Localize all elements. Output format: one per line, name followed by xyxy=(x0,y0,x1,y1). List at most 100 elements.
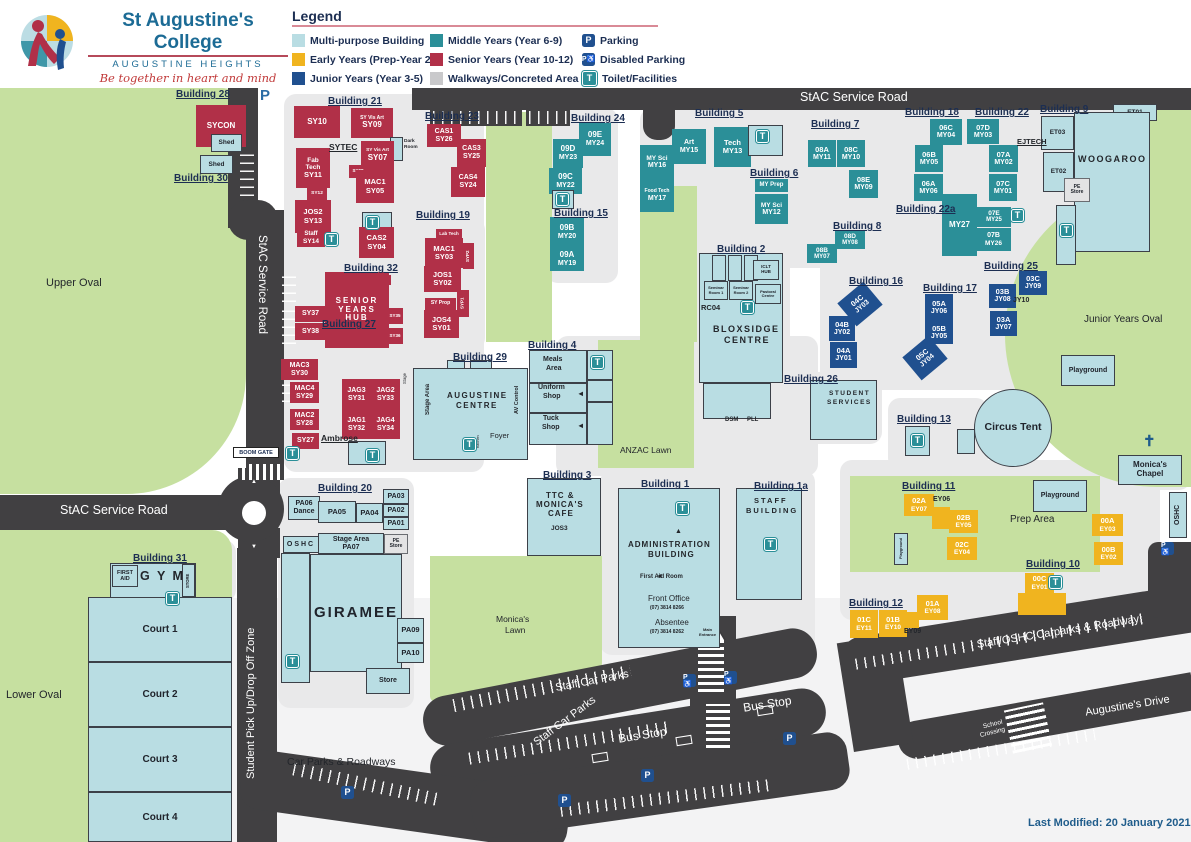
my04-label: MY04 xyxy=(936,132,956,140)
courtyard-green-1 xyxy=(486,112,552,342)
building4-e3 xyxy=(587,402,613,445)
pa06-label: Dance xyxy=(293,508,315,515)
senior-years-hub-label: SENIOR xyxy=(335,295,379,305)
building-22a-label: Building 22a xyxy=(896,204,956,215)
building-21-label: Building 21 xyxy=(328,96,382,107)
my20-label: MY20 xyxy=(557,232,577,240)
stac-road-west xyxy=(246,210,284,480)
my10-label: 08C xyxy=(844,144,858,154)
my13-label: Tech xyxy=(724,137,741,147)
last-modified-20-january-2021-label: Last Modified: 20 January 2021 xyxy=(1028,817,1191,829)
ey11-label: 01C xyxy=(857,615,871,625)
pa04-label: PA04 xyxy=(360,507,379,517)
area-label: Area xyxy=(546,365,562,372)
toilet-icon: T xyxy=(286,655,299,668)
sycon-label: SYCON xyxy=(206,120,236,130)
court-2: Court 2 xyxy=(88,662,232,727)
legend-label: Walkways/Concreted Area xyxy=(448,72,579,85)
building2-south xyxy=(703,383,771,419)
building-10-label: Building 10 xyxy=(1026,559,1080,570)
myprep: MY Prep xyxy=(755,179,788,192)
my15-label: Art xyxy=(683,138,695,146)
sy34-label: JAG4 xyxy=(376,416,395,424)
dark-label: Dark xyxy=(404,139,415,144)
store-20-label: Store xyxy=(379,677,397,685)
building-19-label: Building 19 xyxy=(416,210,470,221)
building4-uniform xyxy=(529,383,587,413)
jy02-label: JY02 xyxy=(833,328,851,336)
syp1-label: SYP1 xyxy=(459,297,465,310)
sy31-label: JAG3 xyxy=(347,386,366,394)
syprop-label: SY Prop xyxy=(430,300,451,307)
oshc-20-label: OSHC xyxy=(286,540,316,548)
pa07-label: PA07 xyxy=(342,543,360,551)
sy27: SY27 xyxy=(292,433,319,449)
motto: Be together in heart and mind xyxy=(99,71,277,85)
building-11-label: Building 11 xyxy=(902,481,956,492)
my01-label: MY01 xyxy=(993,187,1013,195)
sy35-label: SY35 xyxy=(389,312,401,318)
my02-label: MY02 xyxy=(994,158,1013,166)
woogaroo-label: WOOGAROO xyxy=(1078,154,1147,164)
toilet-icon: T xyxy=(366,449,379,462)
toilet-icon: T xyxy=(286,447,299,460)
bays-west-1 xyxy=(240,152,254,196)
stac-service-road-label: StAC Service Road xyxy=(800,90,908,104)
pa04: PA04 xyxy=(356,503,383,523)
sy09-label: SY Vis Art xyxy=(360,114,384,121)
sytec-label: SYTEC xyxy=(329,142,358,152)
my11-label: MY11 xyxy=(813,153,831,161)
legend-label: Senior Years (Year 10-12) xyxy=(448,53,574,66)
my19-label: MY19 xyxy=(557,259,577,267)
first-aid-room-label: First Aid Room xyxy=(640,574,683,580)
building-26-label: Building 26 xyxy=(784,374,838,385)
building-label: BUILDING xyxy=(746,506,799,515)
sy34-label: SY34 xyxy=(376,424,395,432)
legend-label: Toilet/Facilities xyxy=(602,72,678,85)
sy24-label: CAS4 xyxy=(458,174,478,182)
toilet-icon: T xyxy=(582,71,597,86)
parking-icon: P xyxy=(341,786,354,799)
lawn-label: Lawn xyxy=(505,625,526,635)
label-label: ▲ xyxy=(251,479,257,485)
circus-tent-label: Circus Tent xyxy=(984,421,1042,434)
ey05-label: EY05 xyxy=(955,522,972,530)
sy11-label: Fab xyxy=(307,156,319,164)
meals-label: Meals xyxy=(543,356,563,363)
ey05-label: 02B xyxy=(956,512,971,522)
car-parks-roadways-label: Car Parks & Roadways xyxy=(287,756,396,768)
playground-3-label: Playground xyxy=(898,538,903,560)
b2-tab-2 xyxy=(728,255,742,281)
stac-road-top xyxy=(412,88,1191,110)
sy33-label: SY33 xyxy=(376,394,395,402)
sy29-label: MAC4 xyxy=(294,384,315,392)
pe-store-20-label: Store xyxy=(389,543,403,549)
sy10-label: SY10 xyxy=(307,116,327,126)
student-label: STUDENT xyxy=(829,390,871,397)
building4-tuck xyxy=(529,413,587,445)
parking-icon: P xyxy=(582,34,595,47)
bays-top-2 xyxy=(529,111,567,124)
